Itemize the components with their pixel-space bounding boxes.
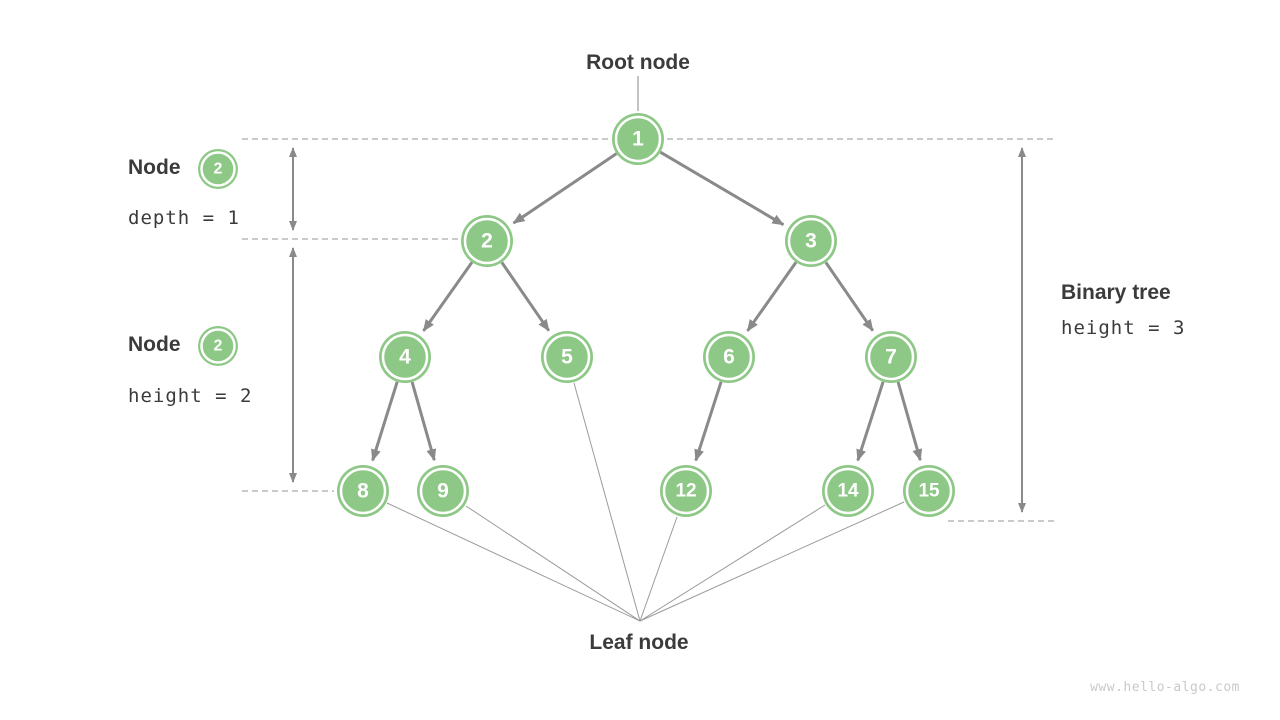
tree-node-14: 14 (822, 465, 874, 517)
tree-node-6: 6 (703, 331, 755, 383)
edge-4-8 (371, 381, 399, 462)
tree-node-12: 12 (660, 465, 712, 517)
edge-1-3 (659, 150, 785, 226)
watermark: www.hello-algo.com (1090, 680, 1240, 695)
node-height-title: Node (128, 333, 181, 356)
node-height-metric: height = 2 (128, 385, 253, 407)
edge-2-4 (422, 261, 474, 332)
node-value: 2 (481, 230, 493, 253)
binary-tree-metric: height = 3 (1061, 317, 1186, 339)
node-value: 6 (723, 346, 735, 369)
edge-7-15 (896, 381, 923, 462)
node-depth-title: Node (128, 156, 181, 179)
node-badge-depth: 2 (198, 149, 238, 189)
node-value: 1 (632, 128, 644, 151)
edge-4-9 (410, 381, 437, 462)
leaf-pointer-line-12 (639, 516, 678, 622)
badge-value: 2 (214, 338, 223, 355)
tree-node-15: 15 (903, 465, 955, 517)
root-node-label: Root node (586, 51, 690, 74)
node-value: 12 (675, 481, 696, 502)
tree-node-9: 9 (417, 465, 469, 517)
tree-node-5: 5 (541, 331, 593, 383)
node-value: 4 (399, 346, 411, 369)
leaf-pointer-line-5 (573, 382, 641, 622)
node-value: 8 (357, 480, 369, 503)
tree-node-3: 3 (785, 215, 837, 267)
leaf-node-label: Leaf node (589, 631, 689, 654)
leaf-pointer-line-9 (465, 505, 641, 622)
node-badge-height: 2 (198, 326, 238, 366)
node-depth-metric: depth = 1 (128, 207, 240, 229)
node-value: 7 (885, 346, 897, 369)
tree-node-7: 7 (865, 331, 917, 383)
tree-node-4: 4 (379, 331, 431, 383)
edge-7-14 (856, 381, 885, 462)
edge-1-2 (512, 152, 618, 225)
edge-6-12 (694, 381, 723, 462)
badge-value: 2 (214, 161, 223, 178)
leaf-pointer-line-15 (639, 501, 905, 622)
leaf-pointer-line-14 (639, 504, 826, 622)
node-value: 14 (837, 481, 859, 502)
tree-node-2: 2 (461, 215, 513, 267)
node-value: 9 (437, 480, 449, 503)
tree-node-1: 1 (612, 113, 664, 165)
node-value: 15 (918, 481, 940, 502)
edge-2-5 (500, 261, 551, 332)
node-value: 5 (561, 346, 573, 369)
edge-3-7 (824, 261, 875, 332)
node-value: 3 (805, 230, 817, 253)
tree-node-8: 8 (337, 465, 389, 517)
binary-tree-title: Binary tree (1061, 281, 1171, 304)
edge-3-6 (746, 261, 798, 332)
leaf-pointer-line-8 (386, 502, 641, 622)
